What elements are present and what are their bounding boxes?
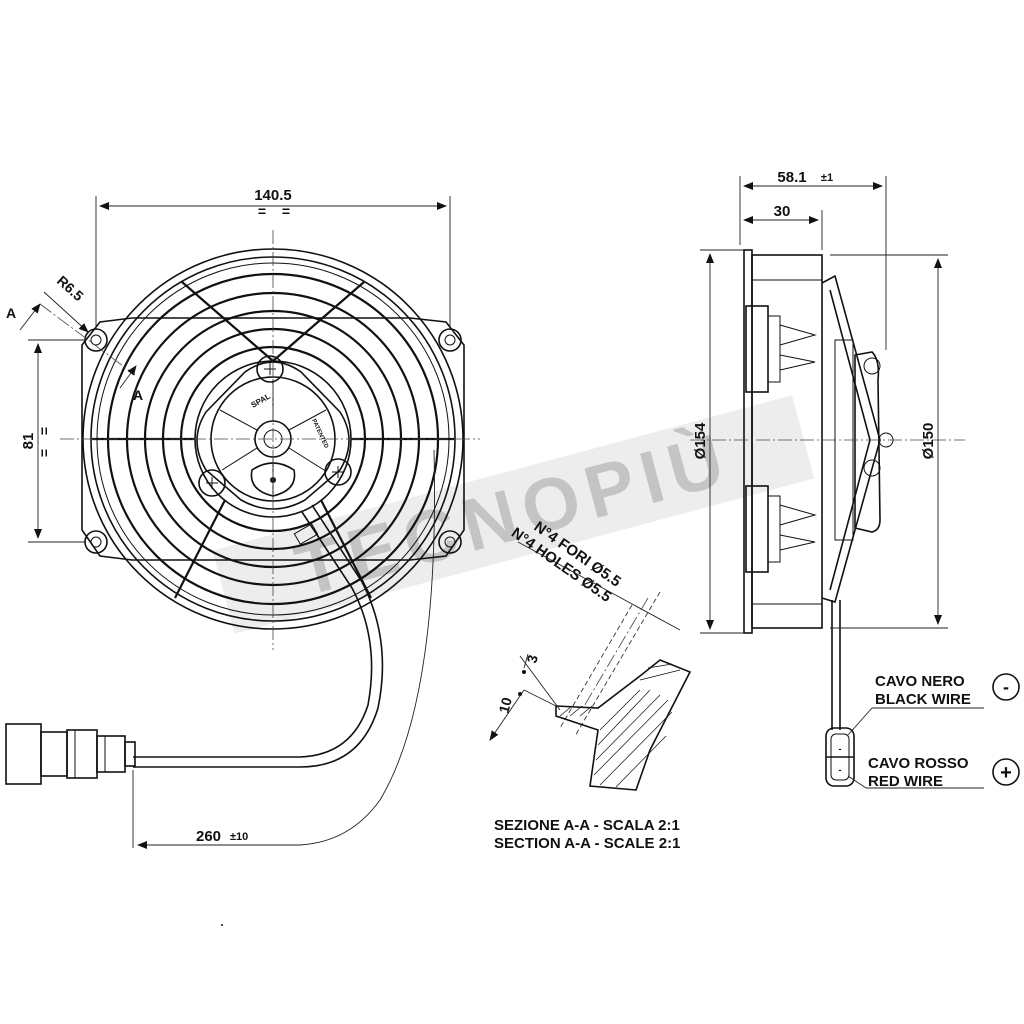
section-mark-bottom: A (133, 387, 143, 403)
motor-hub: SPAL PATENTED (196, 355, 352, 510)
dimension-height: 81 = = (20, 339, 86, 543)
red-wire-label-it: CAVO ROSSO (868, 755, 969, 772)
negative-terminal-icon (992, 673, 1020, 701)
section-title-it: SEZIONE A-A - SCALA 2:1 (494, 817, 680, 834)
dimension-depth-total-tolerance: ±1 (821, 172, 833, 184)
dimension-diameter-inner-label: Ø150 (920, 423, 937, 460)
dimension-diameter-inner: Ø150 (830, 254, 948, 629)
dimension-depth-total-label: 58.1 (777, 169, 806, 186)
black-wire-callout: CAVO NERO BLACK WIRE - (847, 673, 1020, 736)
dimension-depth-body: 30 (743, 203, 823, 250)
hub-screw (256, 355, 284, 383)
equal-mark: = (36, 449, 52, 457)
mounting-hole (438, 328, 462, 352)
mounting-flange (81, 317, 465, 561)
dimension-diameter-outer: Ø154 (692, 249, 744, 634)
section-detail: N°4 FORI Ø5.5 N°4 HOLES Ø5.5 3 (489, 518, 692, 852)
black-wire-label-it: CAVO NERO (875, 673, 965, 690)
equal-mark: = (282, 203, 290, 219)
positive-terminal-icon (992, 758, 1020, 786)
dimension-cable-length: 260 ±10 (132, 449, 435, 849)
hub-screw (324, 458, 352, 486)
dimension-flange-height: 10 (495, 695, 515, 714)
flange-section (555, 659, 692, 791)
mounting-hole (438, 530, 462, 554)
dimension-diameter-outer-label: Ø154 (692, 422, 709, 459)
side-view: - - 58.1 ±1 30 Ø154 Ø15 (690, 169, 1020, 790)
dimension-flange-thickness: 3 (523, 653, 541, 665)
hub-patented-label: PATENTED (310, 418, 329, 450)
cable-connector (5, 723, 136, 785)
positive-symbol: + (1000, 762, 1012, 784)
dimension-height-label: 81 (20, 433, 37, 450)
red-wire-label-en: RED WIRE (868, 773, 943, 790)
dimension-cable-length-tolerance: ±10 (230, 831, 248, 843)
side-connector: - - (825, 727, 855, 787)
section-title-en: SECTION A-A - SCALE 2:1 (494, 835, 680, 852)
power-cable (133, 504, 384, 768)
equal-mark: = (258, 203, 266, 219)
section-mark-top: A (6, 305, 16, 321)
dimension-depth-total: 58.1 ±1 (739, 169, 887, 350)
svg-text:-: - (839, 765, 842, 775)
hub-brand-label: SPAL (250, 392, 273, 410)
mounting-hole (84, 328, 108, 352)
red-wire-callout: CAVO ROSSO RED WIRE + (847, 755, 1020, 790)
svg-text:-: - (839, 744, 842, 754)
dimension-width-label: 140.5 (254, 187, 292, 204)
dimension-width: 140.5 = = (95, 187, 451, 330)
equal-mark: = (36, 427, 52, 435)
black-wire-label-en: BLACK WIRE (875, 691, 971, 708)
negative-symbol: - (1003, 677, 1009, 697)
dimension-radius-label: R6.5 (54, 272, 87, 304)
dimension-cable-length-label: 260 (196, 828, 221, 845)
dimension-depth-body-label: 30 (774, 203, 791, 220)
section-mark: A A (6, 303, 143, 403)
hub-screw (198, 469, 226, 497)
